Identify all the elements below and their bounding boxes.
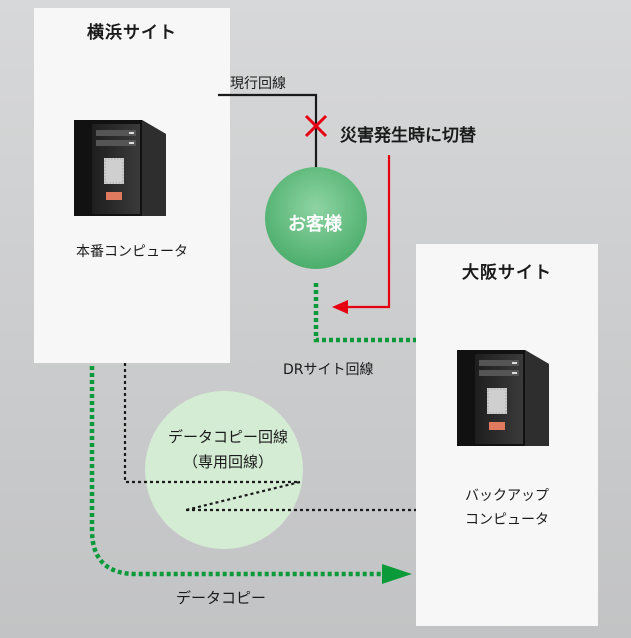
current-line: [218, 93, 318, 183]
switchover-line: [346, 155, 391, 309]
osaka-site-title: 大阪サイト: [462, 263, 552, 283]
data-copy-line-title: データコピー回線: [167, 428, 288, 446]
customer-label: お客様: [288, 214, 342, 235]
switchover-arrow-icon: [332, 300, 348, 314]
backup-computer-label-line2: コンピュータ: [465, 512, 549, 528]
data-copy-arrow-icon: [382, 564, 412, 584]
backup-computer-label-line1: バックアップ: [465, 488, 549, 504]
dr-site-line-label: DRサイト回線: [283, 362, 374, 378]
data-copy-line-b: [185, 480, 301, 512]
customer-circle: [265, 167, 367, 269]
disaster-switchover-label: 災害発生時に切替: [340, 126, 476, 146]
x-mark-icon: [304, 114, 328, 138]
data-copy-label: データコピー: [176, 589, 267, 607]
production-computer-label: 本番コンピュータ: [76, 244, 188, 260]
current-line-label: 現行回線: [230, 76, 286, 92]
data-copy-line-a: [123, 363, 300, 484]
production-server-icon: [74, 120, 166, 216]
data-copy-line-label: データコピー回線 （専用回線）: [138, 425, 318, 475]
data-copy-path: [89, 366, 382, 577]
dr-site-line: [313, 283, 416, 343]
data-copy-line-circle: [145, 391, 303, 549]
yokohama-site-title: 横浜サイト: [87, 23, 177, 43]
dedicated-line-note: （専用回線）: [182, 453, 273, 471]
backup-server-icon: [457, 350, 549, 446]
